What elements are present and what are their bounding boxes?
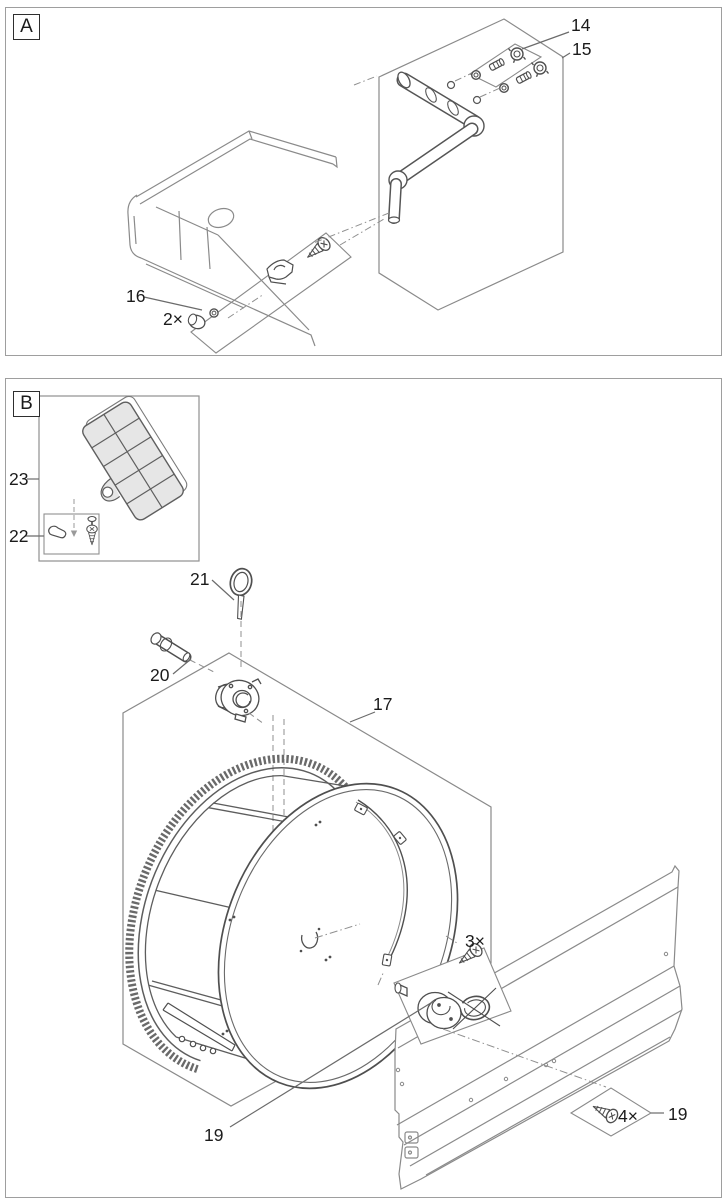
callout-17: 17 bbox=[373, 694, 392, 714]
qty-2x: 2× bbox=[163, 309, 183, 329]
callout-19-right: 19 bbox=[668, 1104, 687, 1124]
bearing-hub-drawing bbox=[215, 678, 262, 723]
assembly-dash-lines-b bbox=[314, 923, 607, 1088]
bearing-cap-parts-drawing bbox=[394, 982, 501, 1030]
panel-a: A bbox=[5, 7, 722, 356]
tank-corner-drawing bbox=[127, 130, 338, 347]
hub-dash-lines bbox=[189, 601, 285, 853]
panel-a-drawing: 14 15 16 2× bbox=[126, 15, 591, 354]
assembly-dash-lines bbox=[227, 73, 501, 319]
callout-20: 20 bbox=[150, 665, 170, 685]
callout-22: 22 bbox=[9, 526, 28, 546]
panel-b: B bbox=[5, 378, 722, 1198]
pipe-clamp-drawing bbox=[266, 259, 294, 285]
panel-b-label: B bbox=[20, 393, 33, 414]
panel-b-label-box: B bbox=[13, 391, 40, 417]
drum-plane-drawing bbox=[122, 652, 492, 1107]
filter-drum-drawing bbox=[125, 754, 459, 1090]
qty-4x: 4× bbox=[618, 1106, 638, 1126]
cap-parts-drawing bbox=[187, 308, 219, 330]
inset-box-22 bbox=[43, 513, 100, 555]
callout-14: 14 bbox=[571, 15, 591, 35]
wall-panel-drawing bbox=[394, 864, 683, 1190]
fitting-parts-plane bbox=[468, 43, 543, 88]
callout-16: 16 bbox=[126, 286, 145, 306]
clamp-plane-drawing bbox=[190, 232, 352, 354]
leader-lines bbox=[143, 31, 571, 311]
screw-22-drawing bbox=[86, 515, 98, 546]
center-hole bbox=[299, 927, 321, 953]
callout-15: 15 bbox=[572, 39, 591, 59]
screw-4x-icon bbox=[589, 1099, 621, 1126]
axle-pin-drawing bbox=[150, 632, 192, 663]
clip-22-drawing bbox=[48, 525, 67, 539]
panel-a-label-box: A bbox=[13, 14, 40, 40]
grid-cover-drawing bbox=[82, 395, 188, 521]
leader-lines-b bbox=[25, 478, 664, 1128]
pipe-assembly-drawing bbox=[387, 71, 485, 224]
callout-21: 21 bbox=[190, 569, 209, 589]
panel-a-label: A bbox=[20, 16, 33, 37]
callout-19-bottom: 19 bbox=[204, 1125, 223, 1145]
panel-b-drawing: 23 22 21 20 17 3× 19 4× 19 bbox=[9, 395, 687, 1190]
seal-band-drawing bbox=[353, 799, 408, 967]
qty-3x: 3× bbox=[465, 931, 485, 951]
insert-arrow-head bbox=[70, 530, 78, 537]
paddle-drawing bbox=[162, 1002, 236, 1055]
ring-pin-drawing bbox=[229, 567, 253, 620]
callout-23: 23 bbox=[9, 469, 28, 489]
mounting-plane-drawing bbox=[378, 18, 564, 311]
